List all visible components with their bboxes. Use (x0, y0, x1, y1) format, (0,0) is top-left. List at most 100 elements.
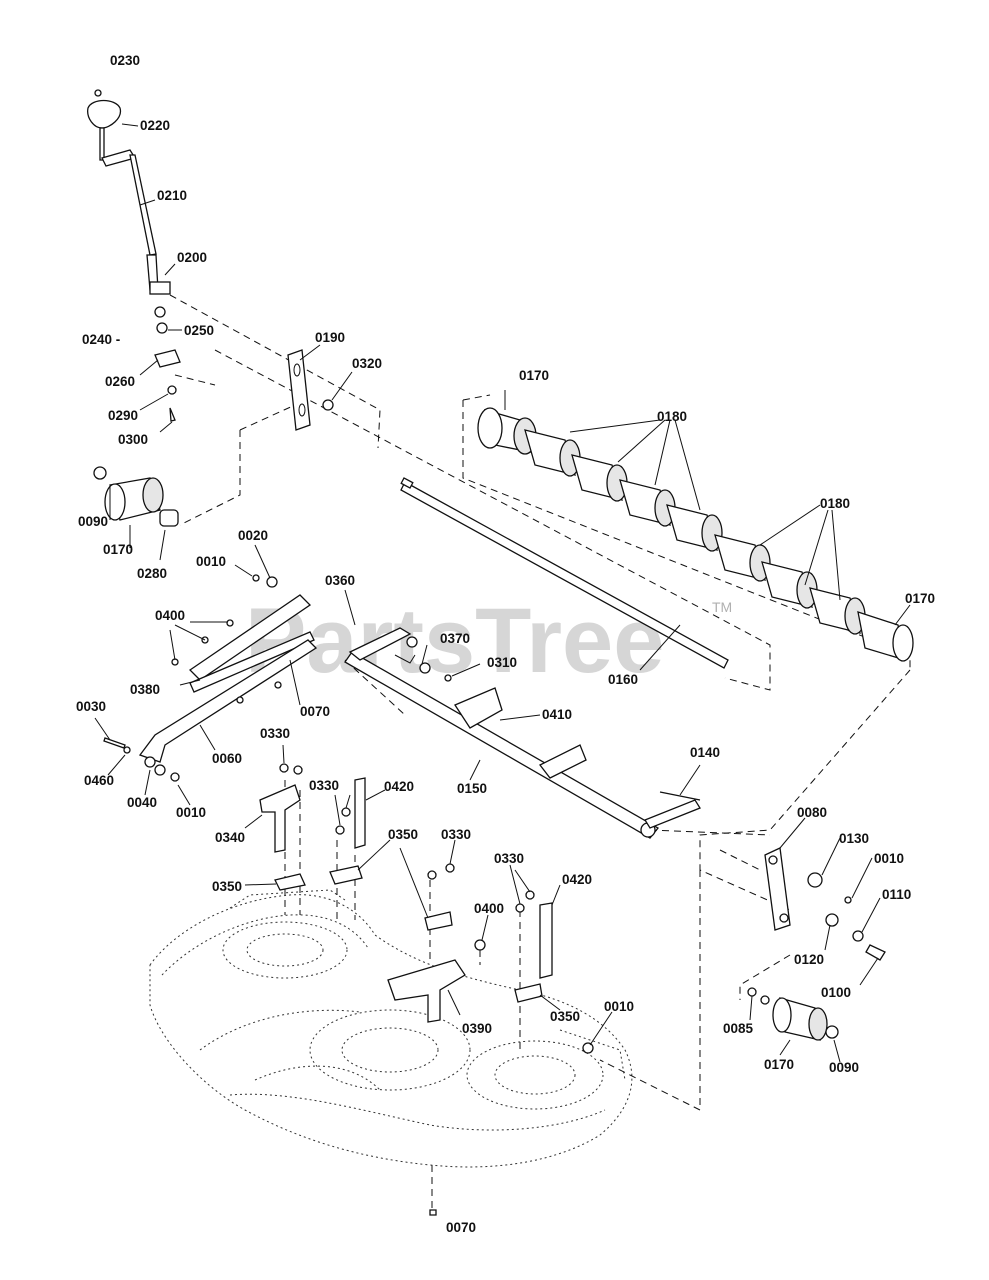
bolt-0140 (659, 791, 701, 801)
roller-0170-top (477, 407, 537, 455)
link-arms (103, 574, 318, 782)
bolt-0030 (103, 737, 126, 749)
bolt-0010-top (252, 574, 260, 582)
roller-0180-4 (666, 504, 723, 552)
nut-0020 (266, 576, 278, 588)
callout-labels: 0230 0220 0210 0200 0240 - 0250 0260 029… (76, 53, 935, 1235)
callout-0170-bottom: 0170 (764, 1057, 794, 1072)
callout-0140: 0140 (690, 745, 720, 760)
spacer-0040 (144, 756, 156, 768)
washer-0290 (167, 385, 177, 395)
nut-0310 (444, 674, 452, 682)
washer-0460 (123, 746, 131, 754)
washer-0090 (93, 466, 107, 480)
callout-0085: 0085 (723, 1021, 754, 1036)
callout-0210: 0210 (157, 188, 187, 203)
callout-0040: 0040 (127, 795, 157, 810)
callout-0230: 0230 (110, 53, 140, 68)
leader-lines (94, 123, 911, 1063)
callout-0330-c: 0330 (441, 827, 471, 842)
shaft-0160 (400, 477, 729, 669)
bushing-0280 (159, 509, 179, 527)
link-0060 (138, 639, 318, 763)
callout-0260: 0260 (105, 374, 135, 389)
nut-0010-deck (582, 1042, 594, 1054)
callout-0090-bottom: 0090 (829, 1060, 859, 1075)
hanger-0420-left (354, 777, 366, 849)
callout-0250: 0250 (184, 323, 214, 338)
hanger-0390 (387, 959, 466, 1023)
bar-0150 (344, 627, 701, 839)
callout-0310: 0310 (487, 655, 517, 670)
washer-0370 (419, 662, 431, 674)
callout-0070-mid: 0070 (300, 704, 330, 719)
callout-0320: 0320 (352, 356, 382, 371)
link-0080-group (747, 847, 886, 1041)
callout-0010-left: 0010 (176, 805, 206, 820)
washer-0110 (852, 930, 864, 942)
mower-deck (149, 889, 633, 1168)
plate-0410 (454, 687, 503, 729)
roller-0180-1 (524, 429, 581, 477)
nut-0250 (156, 322, 168, 334)
callout-0420-right: 0420 (562, 872, 592, 887)
assembly-lines (169, 294, 911, 1210)
pivot-0200 (149, 281, 171, 295)
deck-hangers (259, 763, 594, 1216)
link-0190 (287, 349, 334, 431)
roller-0180-3 (619, 479, 676, 527)
washer-0085 (747, 987, 757, 997)
callout-0380: 0380 (130, 682, 160, 697)
link-0380-b (189, 631, 315, 693)
roller-0180-7 (809, 587, 866, 635)
callout-0110: 0110 (882, 887, 911, 902)
bolt-0100 (865, 944, 886, 961)
knob-0220 (87, 99, 122, 129)
callout-0170-right: 0170 (905, 591, 935, 606)
callout-0180-right: 0180 (820, 496, 850, 511)
nut-0230 (94, 89, 102, 97)
bracket-0260 (154, 349, 181, 368)
callout-0280: 0280 (137, 566, 167, 581)
callout-0350-c: 0350 (550, 1009, 580, 1024)
callout-0360: 0360 (325, 573, 355, 588)
callout-0170-left: 0170 (103, 542, 133, 557)
callout-0190: 0190 (315, 330, 345, 345)
callout-0300: 0300 (118, 432, 148, 447)
roller-chain (477, 407, 914, 662)
nut-0320 (322, 399, 334, 411)
clip-0350-c (424, 911, 453, 931)
callout-0400-right: 0400 (474, 901, 504, 916)
callout-0010-deck: 0010 (604, 999, 634, 1014)
link-0080 (764, 847, 791, 931)
callout-0350-a: 0350 (212, 879, 242, 894)
callout-0100: 0100 (821, 985, 851, 1000)
hanger-0340 (259, 784, 301, 853)
callout-0330-d: 0330 (494, 851, 524, 866)
callout-0410: 0410 (542, 707, 572, 722)
washer-0130 (807, 872, 823, 888)
callout-0010-top: 0010 (196, 554, 226, 569)
callout-0090-left: 0090 (78, 514, 108, 529)
callout-0460: 0460 (84, 773, 114, 788)
callout-0060: 0060 (212, 751, 242, 766)
watermark-trademark: TM (712, 599, 732, 615)
callout-0010-right: 0010 (874, 851, 904, 866)
shift-lever-assembly (87, 89, 181, 422)
roller-0180-5 (714, 534, 771, 582)
callout-0180-top: 0180 (657, 409, 687, 424)
pin-0300 (169, 407, 176, 422)
callout-0340: 0340 (215, 830, 245, 845)
callout-0240: 0240 - (82, 332, 120, 347)
callout-0030: 0030 (76, 699, 106, 714)
link-0380-a (188, 594, 312, 681)
hanger-0420-right (539, 902, 553, 979)
washer-0240 (154, 306, 166, 318)
callout-0200: 0200 (177, 250, 207, 265)
callout-0330-a: 0330 (260, 726, 290, 741)
callout-0130: 0130 (839, 831, 869, 846)
spacer-0120 (825, 913, 839, 927)
clip-0350-b (329, 865, 363, 885)
clip-0350-a (274, 873, 306, 891)
